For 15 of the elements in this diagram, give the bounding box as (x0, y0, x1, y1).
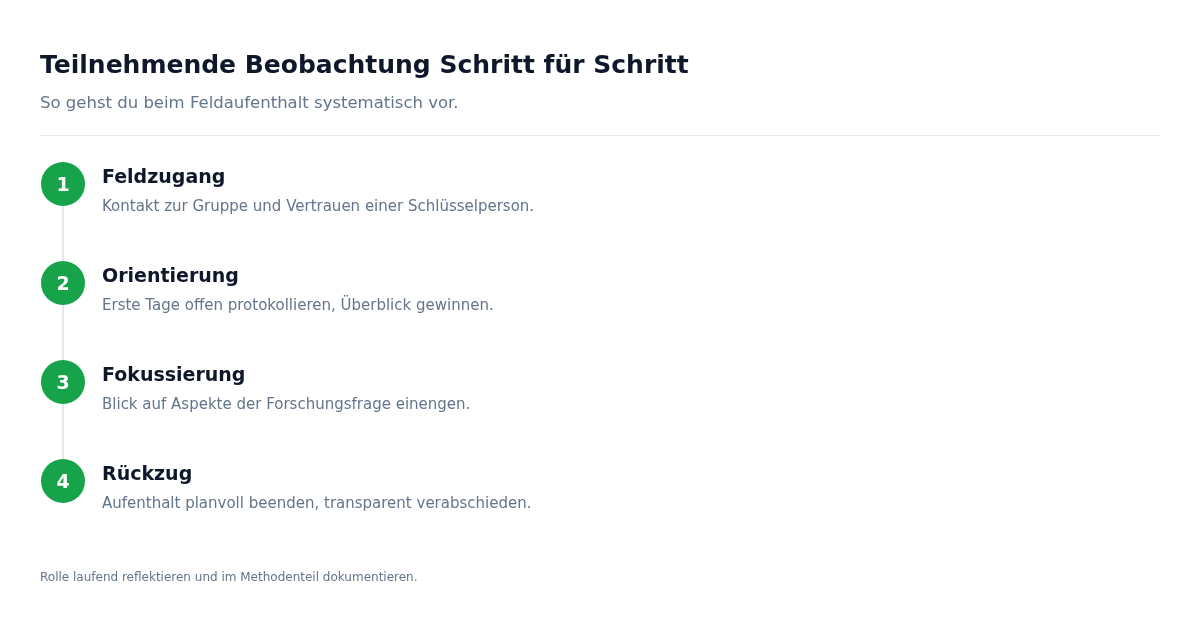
footnote: Rolle laufend reflektieren und im Methodenteil dokumentieren. (40, 570, 418, 584)
step-title: Orientierung (102, 264, 239, 286)
step-description: Blick auf Aspekte der Forschungsfrage einengen. (102, 395, 471, 413)
step-title: Rückzug (102, 462, 193, 484)
step-number-circle: 2 (41, 261, 85, 305)
step-title: Fokussierung (102, 363, 246, 385)
step-number-circle: 1 (41, 162, 85, 206)
subtitle: So gehst du beim Feldaufenthalt systematisch vor. (40, 93, 459, 112)
step-description: Erste Tage offen protokollieren, Überblick gewinnen. (102, 296, 494, 314)
step-title: Feldzugang (102, 165, 226, 187)
step-number-circle: 3 (41, 360, 85, 404)
step-number-circle: 4 (41, 459, 85, 503)
step-description: Aufenthalt planvoll beenden, transparent verabschieden. (102, 494, 532, 512)
diagram-title: Teilnehmende Beobachtung Schritt für Schritt (40, 50, 689, 79)
step-description: Kontakt zur Gruppe und Vertrauen einer Schlüsselperson. (102, 197, 535, 215)
